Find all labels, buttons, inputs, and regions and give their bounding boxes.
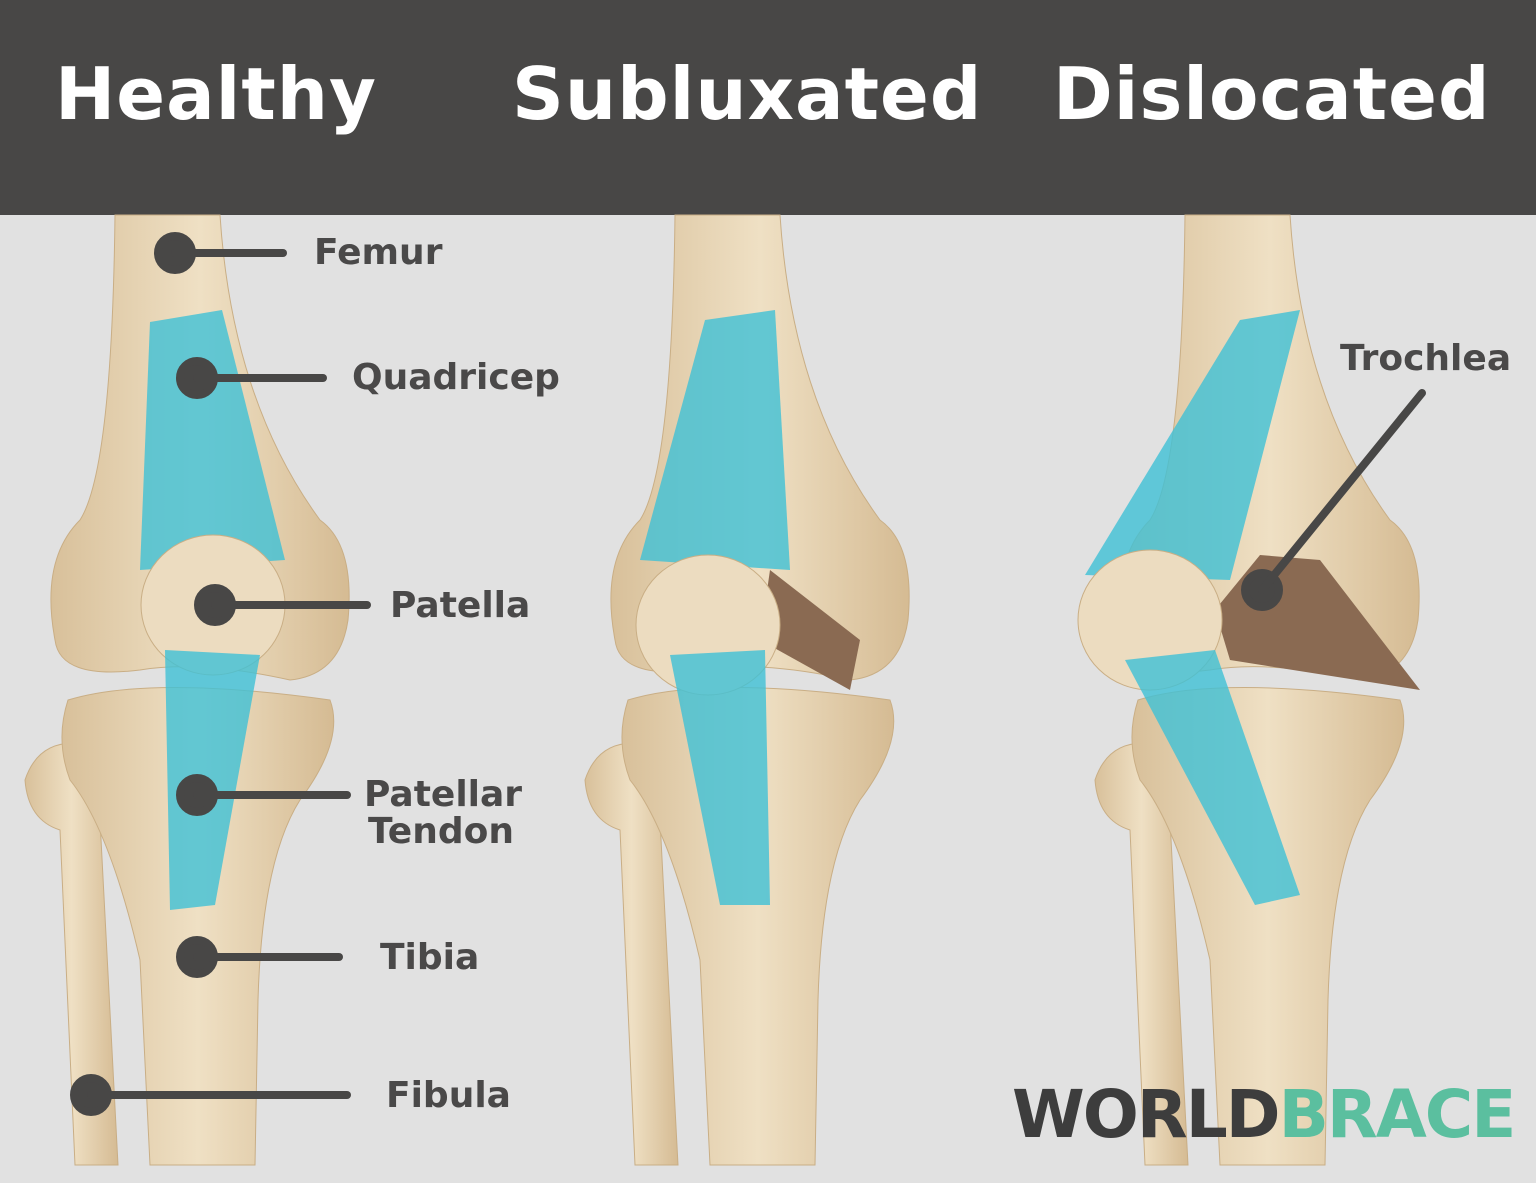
subluxated-quadricep (640, 310, 790, 570)
title-dislocated: Dislocated (1053, 52, 1491, 136)
patellar-tendon-pointer (176, 774, 351, 816)
patella-pointer (194, 584, 371, 626)
header-bar: Healthy Subluxated Dislocated (0, 0, 1536, 215)
quadricep-pointer (176, 357, 327, 399)
label-tibia: Tibia (380, 937, 480, 978)
label-fibula: Fibula (386, 1075, 511, 1116)
worldbrace-logo: WORLDBRACE (1012, 1080, 1516, 1150)
dislocated-quadricep (1085, 310, 1300, 580)
label-quadricep: Quadricep (352, 357, 560, 398)
label-trochlea: Trochlea (1340, 338, 1512, 379)
title-healthy: Healthy (55, 52, 377, 136)
label-patellar-tendon-1: Patellar (364, 774, 523, 815)
label-patella: Patella (390, 585, 531, 626)
subluxated-trochlea (760, 570, 860, 690)
label-patellar-tendon-2: Tendon (368, 811, 514, 852)
tibia-pointer (176, 936, 343, 978)
subluxated-patellar-tendon (670, 650, 770, 905)
trochlea-pointer (1241, 389, 1426, 611)
logo-world: WORLD (1012, 1076, 1281, 1153)
fibula-pointer (70, 1074, 351, 1116)
femur-pointer (154, 232, 287, 274)
label-femur: Femur (314, 232, 443, 273)
title-subluxated: Subluxated (512, 52, 983, 136)
dislocated-patellar-tendon (1125, 650, 1300, 905)
healthy-patellar-tendon (165, 650, 260, 910)
logo-brace: BRACE (1278, 1076, 1517, 1153)
